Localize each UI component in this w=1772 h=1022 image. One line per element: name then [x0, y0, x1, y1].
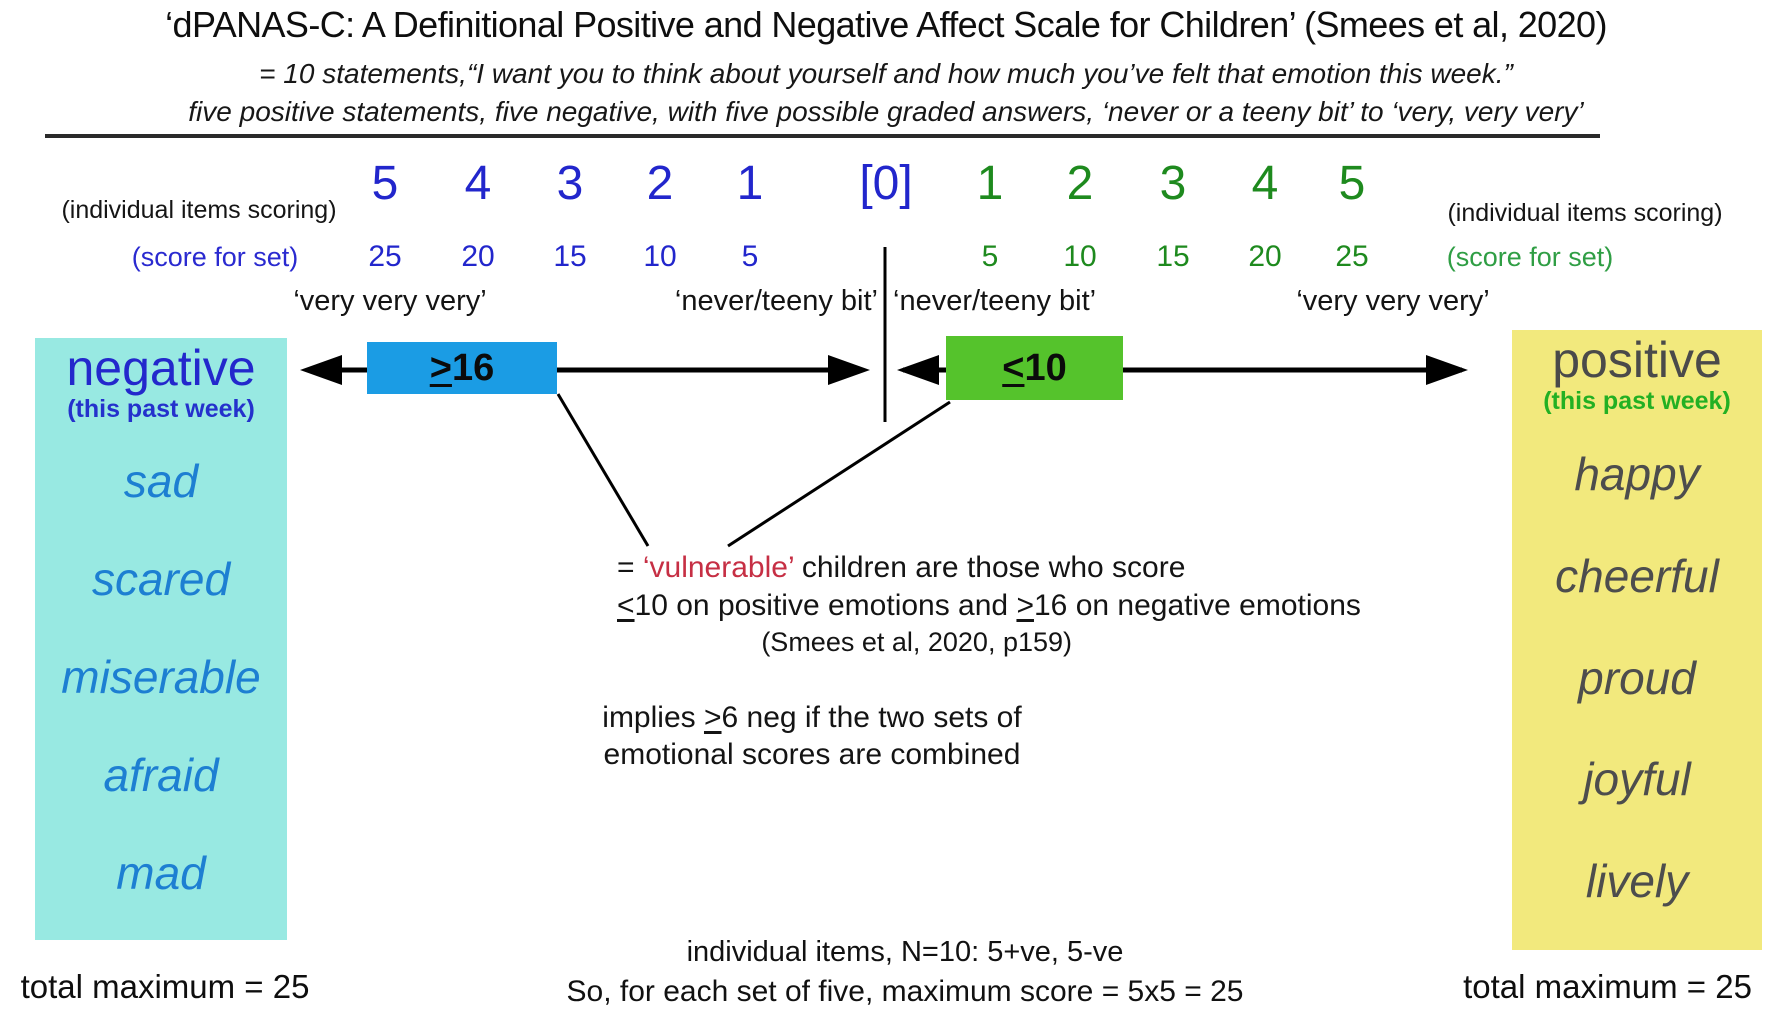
positive-emotions-panel: positive (this past week) happy cheerful…	[1512, 330, 1762, 950]
leq-operator: <	[617, 589, 635, 622]
page-title: ‘dPANAS-C: A Definitional Positive and N…	[165, 4, 1607, 45]
vulnerable-line1: = ‘vulnerable’ children are those who sc…	[617, 551, 1186, 584]
neg-set-score-10: 10	[643, 240, 677, 273]
list-item: scared	[91, 552, 231, 605]
positive-panel-subtitle: (this past week)	[1543, 386, 1731, 415]
neg-item-score-2: 2	[646, 157, 674, 210]
anchor-very-very-very-left: ‘very very very’	[293, 285, 487, 317]
implies-line1: implies >6 neg if the two sets of	[602, 701, 1022, 734]
caption-individual-items-right: (individual items scoring)	[1447, 199, 1723, 227]
header-rule	[45, 134, 1600, 138]
vulnerable-highlight: ‘vulnerable’	[642, 551, 794, 584]
negative-emotions-panel: negative (this past week) sad scared mis…	[35, 338, 287, 940]
footnote-line2: So, for each set of five, maximum score …	[566, 975, 1244, 1008]
negative-panel-title: negative	[66, 340, 256, 396]
pos-item-score-5: 5	[1338, 157, 1366, 210]
caption-score-for-set-left: (score for set)	[131, 242, 299, 272]
connector-negative-threshold	[556, 393, 650, 547]
left-arrowhead-icon	[897, 355, 939, 385]
anchor-never-teeny-right: ‘never/teeny bit’	[893, 285, 1097, 317]
pos-set-score-5: 5	[981, 240, 999, 273]
negative-total-maximum: total maximum = 25	[20, 968, 310, 1005]
pos-item-score-3: 3	[1159, 157, 1187, 210]
neg-item-score-5: 5	[371, 157, 399, 210]
negative-panel-items: sad scared miserable afraid mad	[35, 424, 287, 941]
implies-line2: emotional scores are combined	[603, 738, 1021, 771]
geq-operator: >	[1016, 589, 1034, 622]
geq-operator: >	[429, 346, 452, 389]
neg-item-score-3: 3	[556, 157, 584, 210]
pos-set-score-25: 25	[1335, 240, 1369, 273]
vulnerable-note: = ‘vulnerable’ children are those who sc…	[617, 549, 1361, 658]
pos-set-score-10: 10	[1063, 240, 1097, 273]
list-item: miserable	[61, 650, 261, 703]
pos-item-score-4: 4	[1251, 157, 1279, 210]
right-arrowhead-icon	[1426, 355, 1468, 385]
list-item: lively	[1585, 855, 1689, 908]
anchor-very-very-very-right: ‘very very very’	[1296, 285, 1490, 317]
list-item: proud	[1578, 651, 1696, 704]
pos-item-score-1: 1	[976, 157, 1004, 210]
pos-item-score-2: 2	[1066, 157, 1094, 210]
neg-set-score-25: 25	[368, 240, 402, 273]
right-arrowhead-icon	[828, 355, 870, 385]
pos-set-score-15: 15	[1156, 240, 1190, 273]
negative-threshold-box: >16	[367, 342, 557, 394]
negative-panel-subtitle: (this past week)	[67, 394, 255, 423]
list-item: mad	[116, 846, 206, 899]
list-item: happy	[1574, 448, 1700, 501]
implies-note: implies >6 neg if the two sets of emotio…	[512, 699, 1112, 773]
list-item: joyful	[1583, 753, 1691, 806]
anchor-never-teeny-left: ‘never/teeny bit’	[674, 285, 878, 317]
caption-individual-items-left: (individual items scoring)	[61, 196, 337, 224]
positive-panel-title: positive	[1552, 332, 1722, 388]
vulnerable-line2: <10 on positive emotions and >16 on nega…	[617, 589, 1361, 622]
positive-panel-items: happy cheerful proud joyful lively	[1512, 416, 1762, 951]
neg-set-score-15: 15	[553, 240, 587, 273]
list-item: sad	[123, 454, 199, 507]
neg-item-score-4: 4	[464, 157, 492, 210]
pos-set-score-20: 20	[1248, 240, 1282, 273]
neg-set-score-5: 5	[741, 240, 759, 273]
negative-threshold-value: 16	[451, 346, 495, 389]
positive-total-maximum: total maximum = 25	[1463, 968, 1752, 1005]
left-arrowhead-icon	[300, 355, 342, 385]
neg-set-score-20: 20	[461, 240, 495, 273]
connector-positive-threshold	[727, 400, 951, 548]
positive-threshold-value: 10	[1024, 346, 1067, 389]
footnote-line1: individual items, N=10: 5+ve, 5-ve	[686, 936, 1124, 968]
neg-item-score-1: 1	[736, 157, 764, 210]
leq-operator: <	[1002, 346, 1025, 389]
list-item: cheerful	[1555, 550, 1719, 603]
geq-operator: >	[703, 701, 722, 734]
subtitle-line2: five positive statements, five negative,…	[188, 96, 1584, 127]
list-item: afraid	[103, 748, 219, 801]
positive-threshold-box: <10	[946, 336, 1123, 400]
subtitle-line1: = 10 statements,“I want you to think abo…	[259, 58, 1513, 89]
caption-score-for-set-right: (score for set)	[1446, 242, 1614, 272]
zero-bracket: [0]	[859, 157, 913, 210]
citation: (Smees et al, 2020, p159)	[761, 627, 1072, 657]
